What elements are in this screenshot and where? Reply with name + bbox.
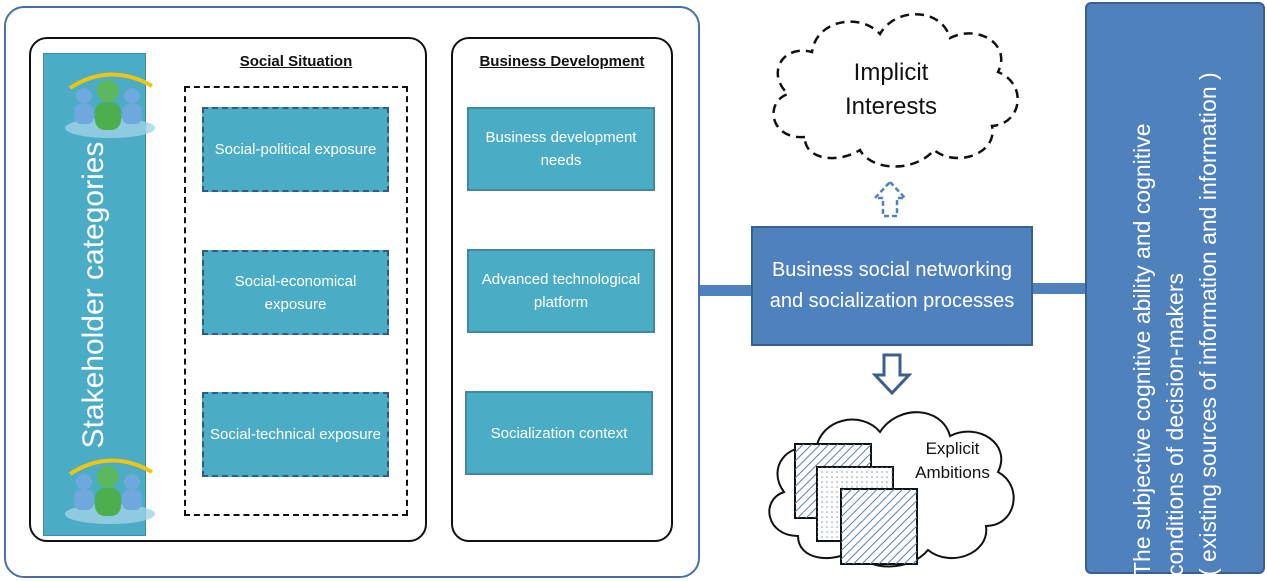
social-political-box: Social-political exposure bbox=[202, 107, 389, 192]
social-economical-label: Social-economical exposure bbox=[234, 272, 357, 313]
socialization-context-label: Socialization context bbox=[490, 424, 628, 442]
social-technical-box: Social-technical exposure bbox=[202, 392, 389, 477]
social-situation-title: Social Situation bbox=[239, 53, 353, 70]
explicit-ambitions-label: Explicit Ambitions bbox=[915, 439, 990, 482]
people-group-icon bbox=[65, 458, 155, 524]
business-development-title: Business Development bbox=[479, 53, 645, 70]
decision-makers-label: The subjective cognitive ability and cog… bbox=[1128, 72, 1221, 576]
business-social-networking-label: Business social networking and socializa… bbox=[769, 259, 1015, 312]
people-group-icon bbox=[65, 72, 155, 138]
arrow-down-icon bbox=[872, 353, 912, 395]
right-connector bbox=[1033, 283, 1085, 294]
business-development-needs-label: Business development needs bbox=[485, 129, 637, 169]
decision-makers-panel bbox=[1085, 2, 1265, 574]
business-social-networking-box: Business social networking and socializa… bbox=[751, 226, 1033, 346]
arrow-up-icon bbox=[872, 180, 908, 218]
stakeholder-categories-label: Stakeholder categories bbox=[77, 141, 110, 449]
business-development-needs-box: Business development needs bbox=[467, 107, 655, 191]
stacked-squares-graphic bbox=[794, 443, 918, 565]
implicit-interests-label: Implicit Interests bbox=[844, 59, 938, 120]
advanced-technological-platform-label: Advanced technological platform bbox=[481, 271, 641, 311]
left-connector bbox=[700, 285, 752, 296]
social-technical-label: Social-technical exposure bbox=[210, 426, 381, 443]
socialization-context-box: Socialization context bbox=[465, 391, 653, 475]
advanced-technological-platform-box: Advanced technological platform bbox=[467, 249, 655, 333]
implicit-interests-cloud bbox=[772, 12, 1019, 168]
social-economical-box: Social-economical exposure bbox=[202, 250, 389, 335]
social-situation-dashed-group bbox=[184, 86, 408, 516]
social-political-label: Social-political exposure bbox=[214, 141, 377, 158]
